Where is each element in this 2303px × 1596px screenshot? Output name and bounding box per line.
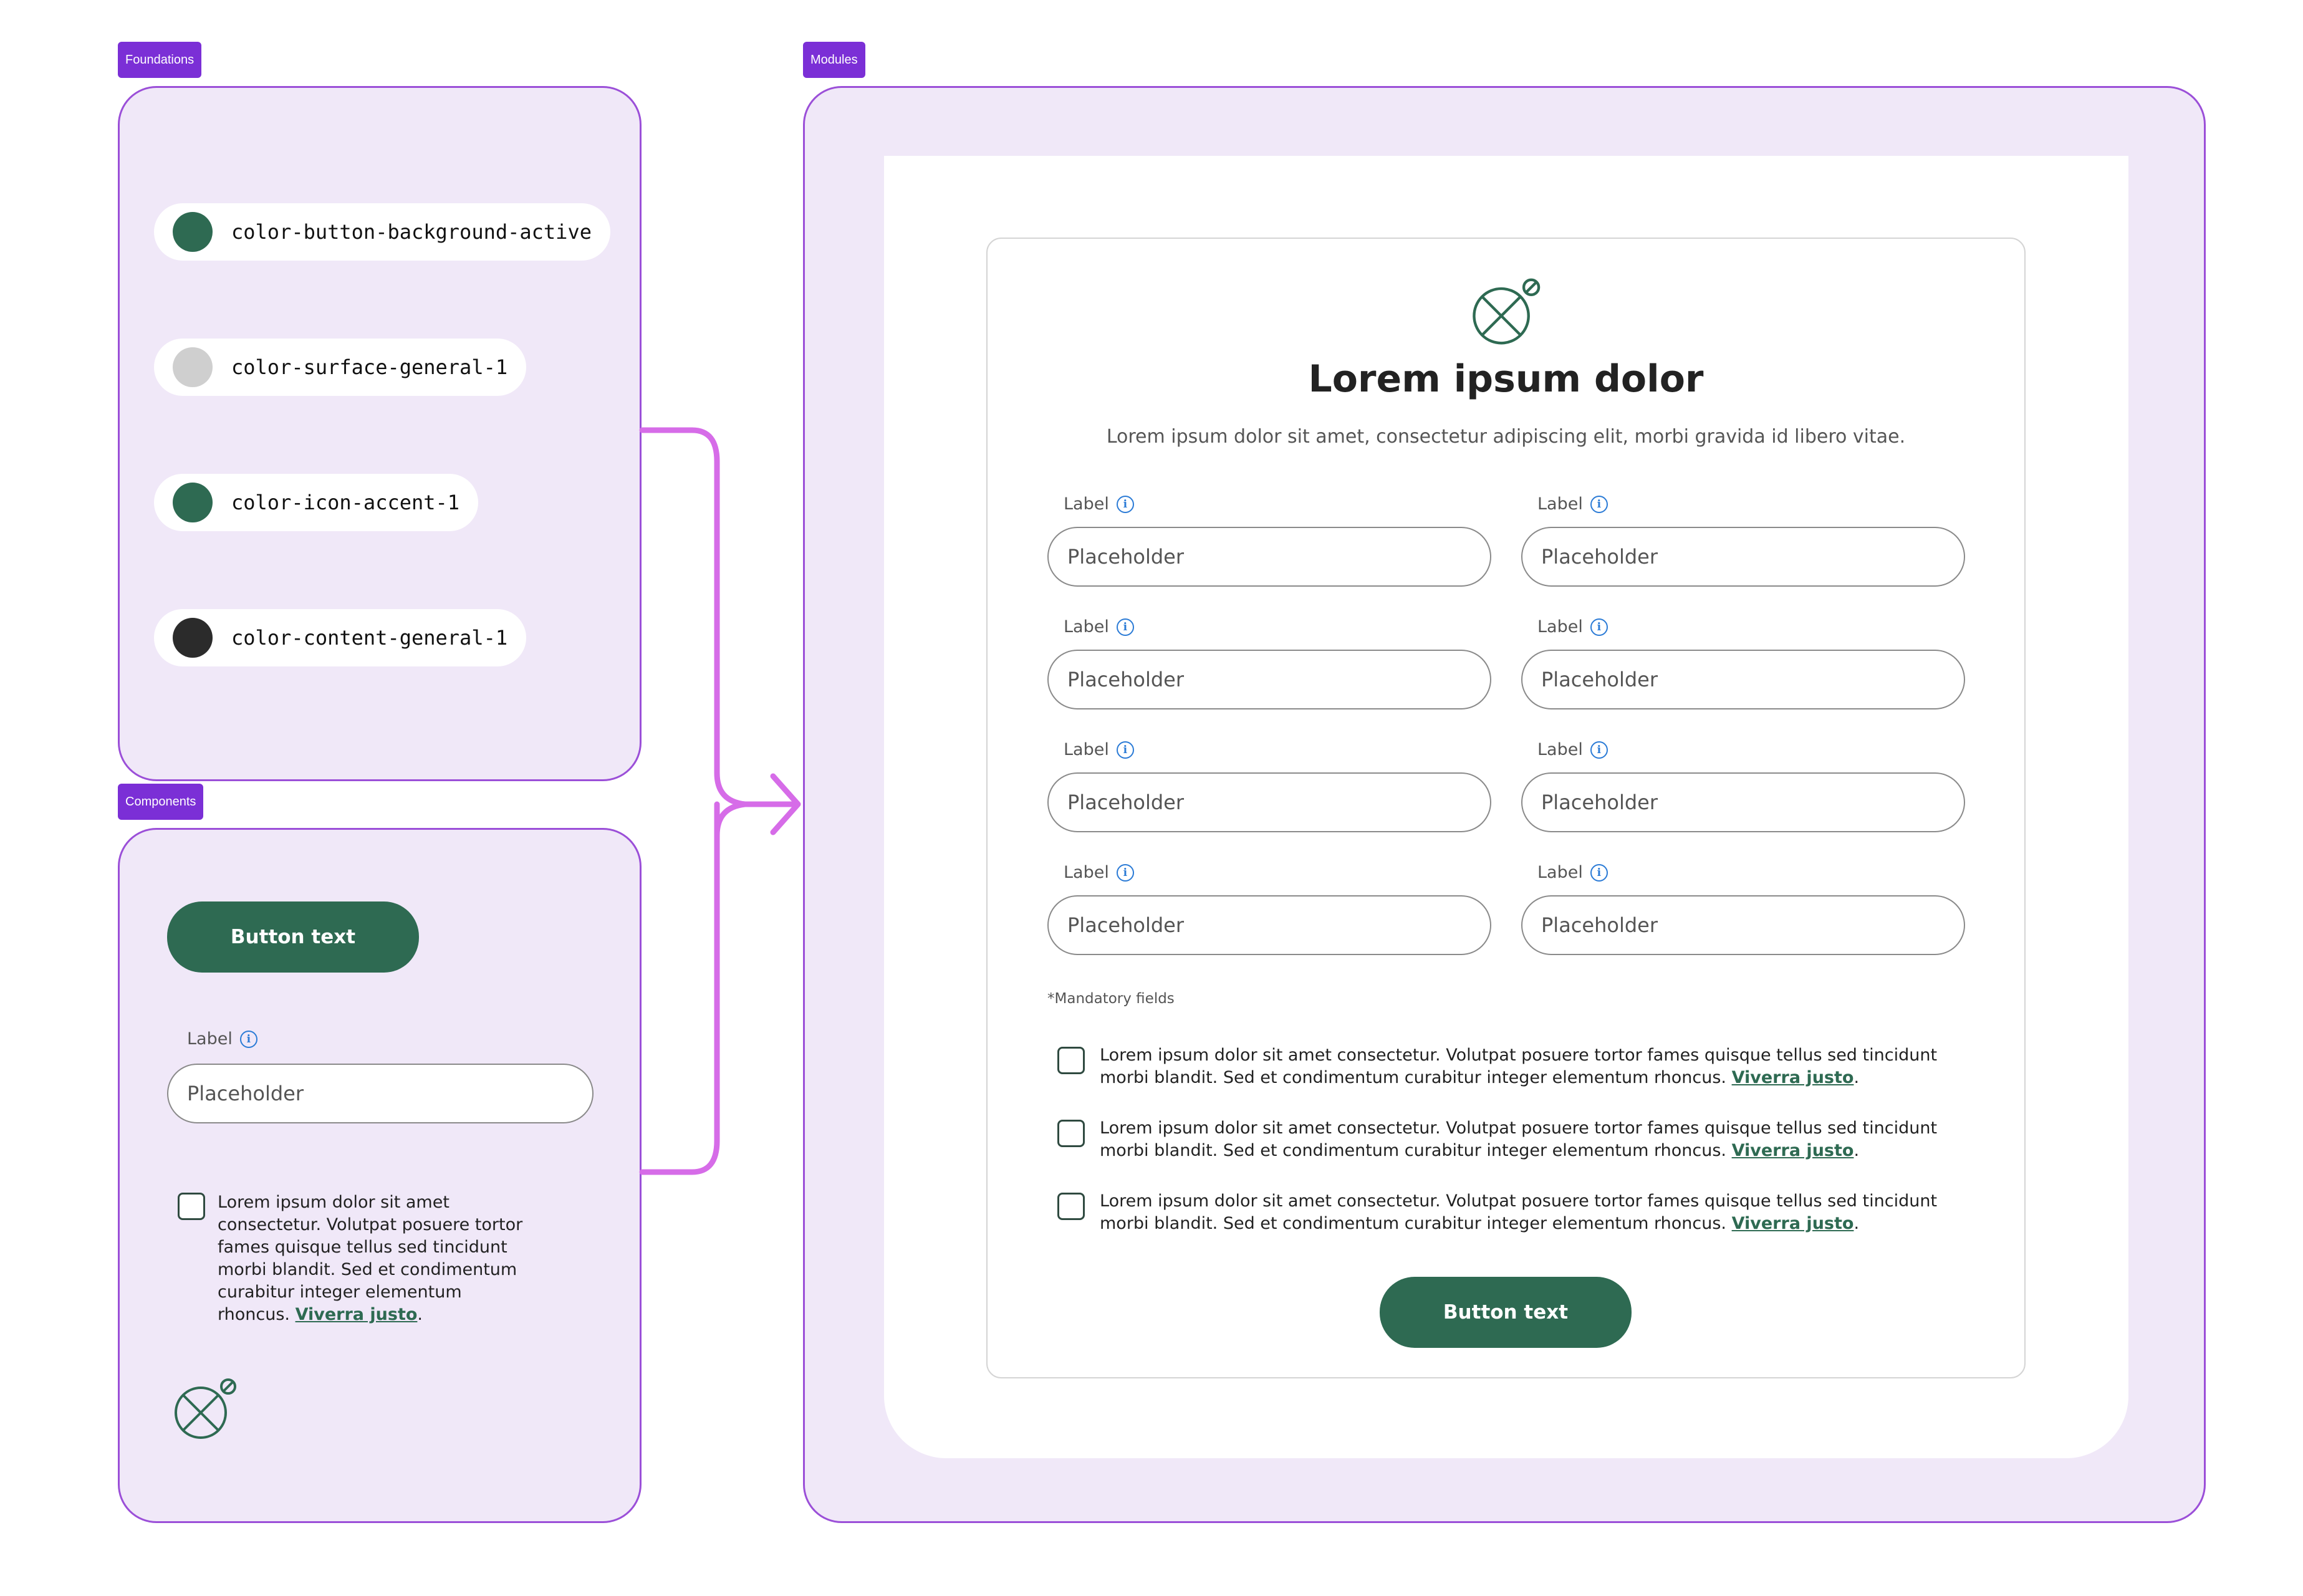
primary-button[interactable]: Button text bbox=[167, 901, 419, 973]
text-input[interactable] bbox=[1521, 650, 1965, 709]
checkbox-text: Lorem ipsum dolor sit amet consectetur. … bbox=[218, 1191, 527, 1326]
checkbox-end: . bbox=[1853, 1214, 1860, 1233]
submit-button[interactable]: Button text bbox=[1380, 1277, 1632, 1348]
field-label-text: Label bbox=[187, 1029, 233, 1049]
token-chip: color-surface-general-1 bbox=[154, 339, 527, 396]
foundations-tag: Foundations bbox=[118, 42, 202, 78]
cancel-circle-icon bbox=[175, 1378, 236, 1439]
field-label-text: Label bbox=[1064, 863, 1109, 882]
form-subtitle: Lorem ipsum dolor sit amet, consectetur … bbox=[1106, 426, 1906, 448]
color-swatch bbox=[173, 483, 213, 522]
flow-arrow bbox=[639, 427, 801, 1175]
field-label: Label i bbox=[1064, 494, 1134, 514]
checkbox[interactable] bbox=[1057, 1047, 1085, 1074]
checkbox-row: Lorem ipsum dolor sit amet consectetur. … bbox=[1057, 1190, 1968, 1235]
checkbox-text: Lorem ipsum dolor sit amet consectetur. … bbox=[1100, 1190, 1966, 1235]
token-chip: color-icon-accent-1 bbox=[154, 474, 479, 531]
field-label-text: Label bbox=[1064, 494, 1109, 514]
info-icon[interactable]: i bbox=[1590, 618, 1608, 636]
field-label: Label i bbox=[1537, 494, 1608, 514]
checkbox[interactable] bbox=[1057, 1193, 1085, 1220]
token-name: color-surface-general-1 bbox=[231, 355, 508, 379]
info-icon[interactable]: i bbox=[1116, 863, 1134, 882]
token-name: color-button-background-active bbox=[231, 220, 592, 244]
form-title: Lorem ipsum dolor bbox=[1308, 357, 1704, 401]
field-label-text: Label bbox=[1537, 863, 1583, 882]
checkbox-link[interactable]: Viverra justo bbox=[1731, 1141, 1854, 1160]
checkbox-row: Lorem ipsum dolor sit amet consectetur. … bbox=[1057, 1044, 1968, 1089]
checkbox-copy: Lorem ipsum dolor sit amet consectetur. … bbox=[1100, 1118, 1938, 1160]
field-label: Label i bbox=[1064, 617, 1134, 637]
mandatory-note: *Mandatory fields bbox=[1047, 991, 1175, 1007]
text-input[interactable] bbox=[167, 1064, 594, 1123]
token-chip: color-content-general-1 bbox=[154, 609, 527, 666]
field-label: Label i bbox=[1064, 863, 1134, 882]
token-name: color-content-general-1 bbox=[231, 626, 508, 650]
token-chip: color-button-background-active bbox=[154, 203, 610, 261]
modules-panel: Lorem ipsum dolor Lorem ipsum dolor sit … bbox=[803, 86, 2206, 1523]
info-icon[interactable]: i bbox=[1590, 495, 1608, 513]
checkbox-end: . bbox=[1853, 1068, 1860, 1087]
token-name: color-icon-accent-1 bbox=[231, 491, 460, 514]
checkbox[interactable] bbox=[1057, 1120, 1085, 1147]
info-icon[interactable]: i bbox=[1590, 863, 1608, 882]
checkbox-link[interactable]: Viverra justo bbox=[1731, 1068, 1854, 1087]
checkbox-text: Lorem ipsum dolor sit amet consectetur. … bbox=[1100, 1117, 1966, 1162]
field-label-text: Label bbox=[1537, 617, 1583, 637]
text-input[interactable] bbox=[1521, 772, 1965, 832]
text-input[interactable] bbox=[1047, 527, 1491, 587]
checkbox-link[interactable]: Viverra justo bbox=[1731, 1214, 1854, 1233]
field-label: Label i bbox=[1064, 740, 1134, 759]
field-label: Label i bbox=[1537, 863, 1608, 882]
components-tag: Components bbox=[118, 784, 204, 820]
field-label: Label i bbox=[1537, 617, 1608, 637]
components-panel: Button text Label i Lorem ipsum dolor si… bbox=[118, 828, 642, 1523]
modules-tag: Modules bbox=[803, 42, 865, 78]
checkbox-end: . bbox=[1853, 1141, 1860, 1160]
cancel-circle-icon bbox=[1473, 278, 1541, 345]
info-icon[interactable]: i bbox=[1590, 741, 1608, 759]
color-swatch bbox=[173, 212, 213, 252]
field-label-text: Label bbox=[1064, 617, 1109, 637]
text-input[interactable] bbox=[1047, 895, 1491, 955]
foundations-panel: color-button-background-active color-sur… bbox=[118, 86, 642, 781]
text-input[interactable] bbox=[1521, 895, 1965, 955]
info-icon[interactable]: i bbox=[1116, 618, 1134, 636]
text-input[interactable] bbox=[1047, 772, 1491, 832]
checkbox-row: Lorem ipsum dolor sit amet consectetur. … bbox=[1057, 1117, 1968, 1162]
field-label-text: Label bbox=[1064, 740, 1109, 759]
color-swatch bbox=[173, 618, 213, 658]
field-label-text: Label bbox=[1537, 494, 1583, 514]
checkbox-end: . bbox=[417, 1305, 423, 1324]
text-input[interactable] bbox=[1047, 650, 1491, 709]
text-input[interactable] bbox=[1521, 527, 1965, 587]
checkbox-text: Lorem ipsum dolor sit amet consectetur. … bbox=[1100, 1044, 1966, 1089]
checkbox-copy: Lorem ipsum dolor sit amet consectetur. … bbox=[1100, 1046, 1938, 1087]
checkbox-copy: Lorem ipsum dolor sit amet consectetur. … bbox=[218, 1193, 523, 1324]
info-icon[interactable]: i bbox=[239, 1030, 257, 1048]
checkbox[interactable] bbox=[178, 1193, 205, 1220]
form-card: Lorem ipsum dolor Lorem ipsum dolor sit … bbox=[986, 238, 2026, 1378]
info-icon[interactable]: i bbox=[1116, 741, 1134, 759]
checkbox-link[interactable]: Viverra justo bbox=[295, 1305, 418, 1324]
module-canvas: Lorem ipsum dolor Lorem ipsum dolor sit … bbox=[884, 156, 2128, 1458]
info-icon[interactable]: i bbox=[1116, 495, 1134, 513]
checkbox-copy: Lorem ipsum dolor sit amet consectetur. … bbox=[1100, 1191, 1938, 1233]
field-label-text: Label bbox=[1537, 740, 1583, 759]
field-label: Label i bbox=[1537, 740, 1608, 759]
field-label: Label i bbox=[187, 1029, 257, 1049]
color-swatch bbox=[173, 347, 213, 387]
checkbox-row: Lorem ipsum dolor sit amet consectetur. … bbox=[178, 1191, 527, 1326]
